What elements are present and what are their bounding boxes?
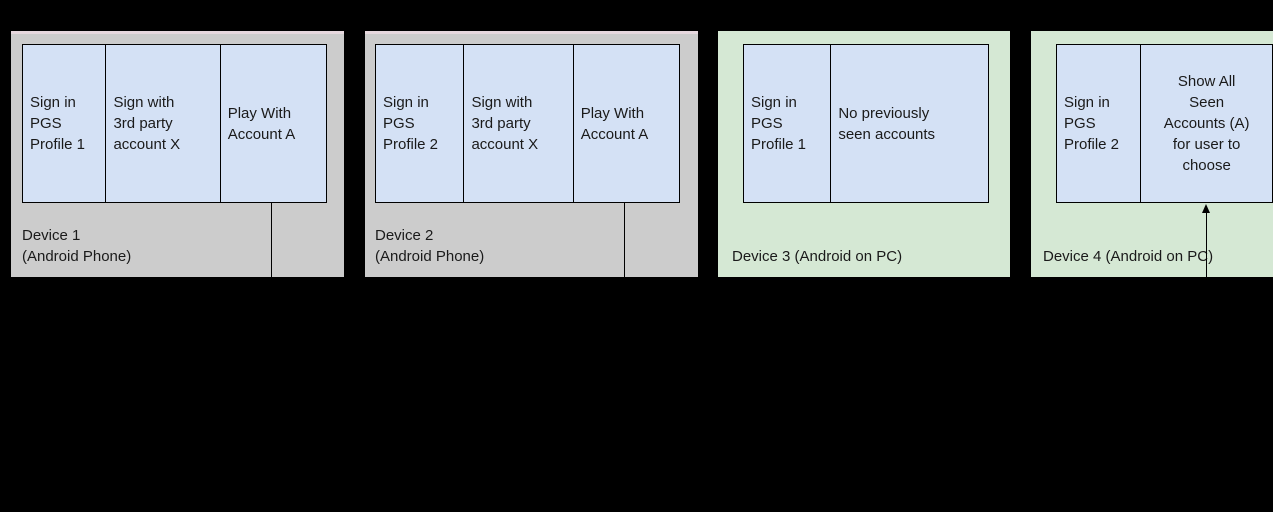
device-4-step-1[interactable]: Sign in PGS Profile 2: [1064, 94, 1120, 153]
device-4-step-2[interactable]: Show All Seen Accounts (A) for user to c…: [1140, 45, 1272, 202]
device-1-step-1[interactable]: Sign in PGS Profile 1: [30, 94, 86, 153]
device-3-step-row: Sign in PGS Profile 1 No previously seen…: [743, 44, 989, 203]
device-2-step-row: Sign in PGS Profile 2 Sign with 3rd part…: [375, 44, 680, 203]
device-2-card-divider: [624, 202, 625, 277]
device-1-step-row: Sign in PGS Profile 1 Sign with 3rd part…: [22, 44, 327, 203]
panel-top-strip: [11, 31, 344, 34]
device-3-step-2[interactable]: No previously seen accounts: [830, 45, 988, 202]
device-1-caption: Device 1 (Android Phone): [22, 227, 132, 265]
device-1-step-2[interactable]: Sign with 3rd party account X: [105, 45, 219, 202]
panel-top-strip: [365, 31, 698, 34]
device-4-annotation-arrow-head: [1202, 204, 1210, 213]
device-2-step-3[interactable]: Play With Account A: [572, 45, 679, 202]
device-4-caption: Device 4 (Android on PC): [1043, 248, 1214, 265]
device-4-step-row: Sign in PGS Profile 2 Show All Seen Acco…: [1056, 44, 1273, 203]
device-4-annotation-arrow-shaft: [1206, 212, 1207, 312]
device-3-caption: Device 3 (Android on PC): [732, 248, 903, 265]
device-2-caption: Device 2 (Android Phone): [375, 227, 485, 265]
device-2-step-1[interactable]: Sign in PGS Profile 2: [383, 94, 439, 153]
device-2-step-2[interactable]: Sign with 3rd party account X: [463, 45, 572, 202]
device-3-step-1[interactable]: Sign in PGS Profile 1: [751, 94, 807, 153]
device-1-card-divider: [271, 202, 272, 277]
device-1-step-3[interactable]: Play With Account A: [219, 45, 326, 202]
